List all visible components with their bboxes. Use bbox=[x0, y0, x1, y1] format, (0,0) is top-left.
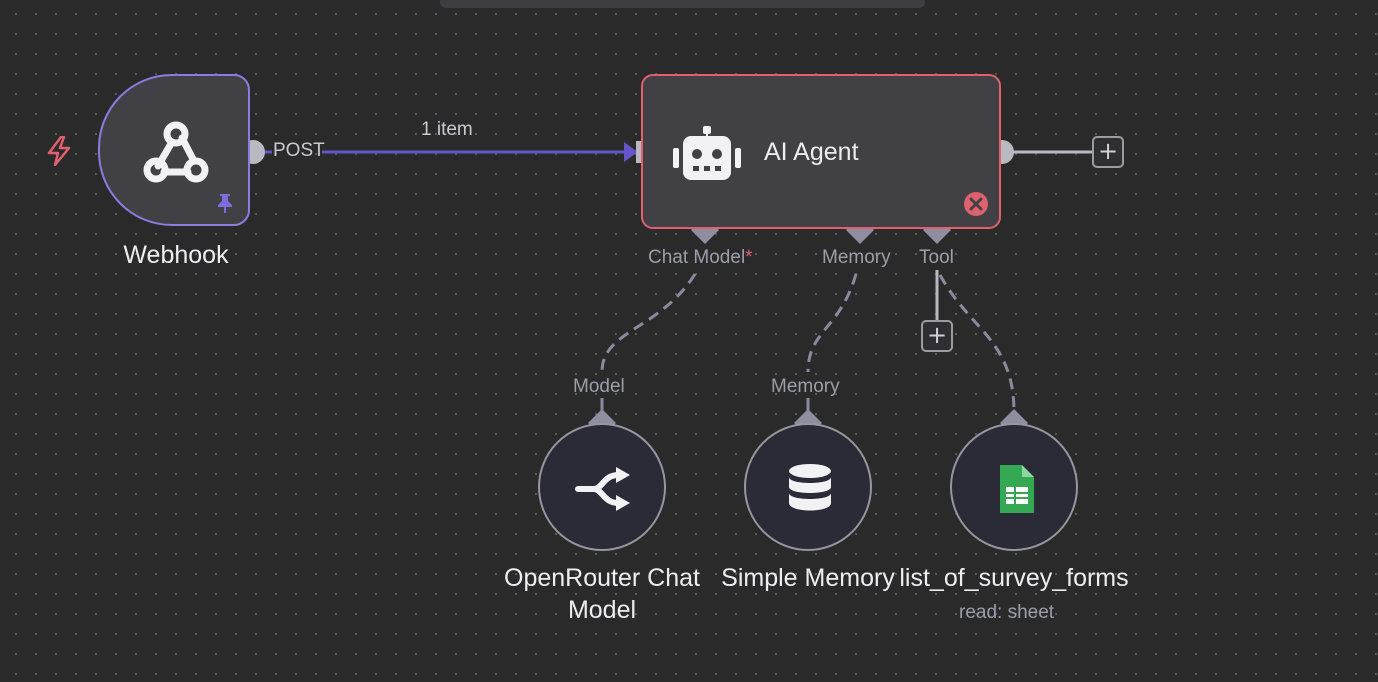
pin-icon bbox=[218, 194, 232, 213]
agent-input-tool-label: Tool bbox=[919, 247, 954, 268]
simple-memory-label: Simple Memory bbox=[721, 564, 895, 592]
connection-model[interactable] bbox=[600, 273, 697, 373]
sheet-tool-label: list_of_survey_forms bbox=[899, 564, 1129, 592]
connection-tool[interactable] bbox=[938, 274, 1016, 413]
database-icon bbox=[789, 464, 831, 511]
ai-agent-node[interactable]: AI Agent bbox=[641, 74, 1001, 229]
agent-input-memory-label: Memory bbox=[822, 247, 891, 268]
openrouter-icon bbox=[575, 467, 630, 511]
simple-memory-node[interactable] bbox=[744, 423, 872, 551]
webhook-label: Webhook bbox=[123, 241, 229, 269]
openrouter-label: OpenRouter Chat Model bbox=[496, 562, 708, 626]
google-sheets-tool-node[interactable] bbox=[950, 423, 1078, 551]
webhook-node[interactable] bbox=[98, 74, 250, 226]
agent-input-chat-model-label: Chat Model* bbox=[648, 247, 753, 269]
chat-model-label-text: Chat Model bbox=[648, 247, 746, 268]
webhook-icon bbox=[143, 121, 209, 183]
openrouter-label-line1: OpenRouter Chat bbox=[504, 564, 700, 592]
openrouter-chat-model-node[interactable] bbox=[538, 423, 666, 551]
add-tool-button[interactable]: + bbox=[921, 320, 953, 352]
google-sheets-icon bbox=[1000, 465, 1034, 513]
openrouter-label-line2: Model bbox=[567, 596, 637, 624]
webhook-output-label: POST bbox=[273, 140, 325, 161]
top-toolbar-edge bbox=[440, 0, 925, 8]
robot-icon bbox=[673, 126, 741, 180]
model-port-label: Model bbox=[573, 376, 625, 397]
connection-arrowhead bbox=[624, 142, 638, 162]
add-node-after-agent-button[interactable]: + bbox=[1092, 136, 1124, 168]
sheet-tool-subtitle: read: sheet bbox=[959, 602, 1055, 623]
required-asterisk: * bbox=[745, 247, 753, 268]
lightning-bolt-icon bbox=[47, 136, 71, 166]
connection-memory[interactable] bbox=[806, 273, 858, 373]
memory-port-label: Memory bbox=[771, 376, 840, 397]
ai-agent-title: AI Agent bbox=[764, 138, 859, 166]
connection-item-count: 1 item bbox=[421, 119, 473, 140]
error-x-icon bbox=[964, 192, 988, 216]
